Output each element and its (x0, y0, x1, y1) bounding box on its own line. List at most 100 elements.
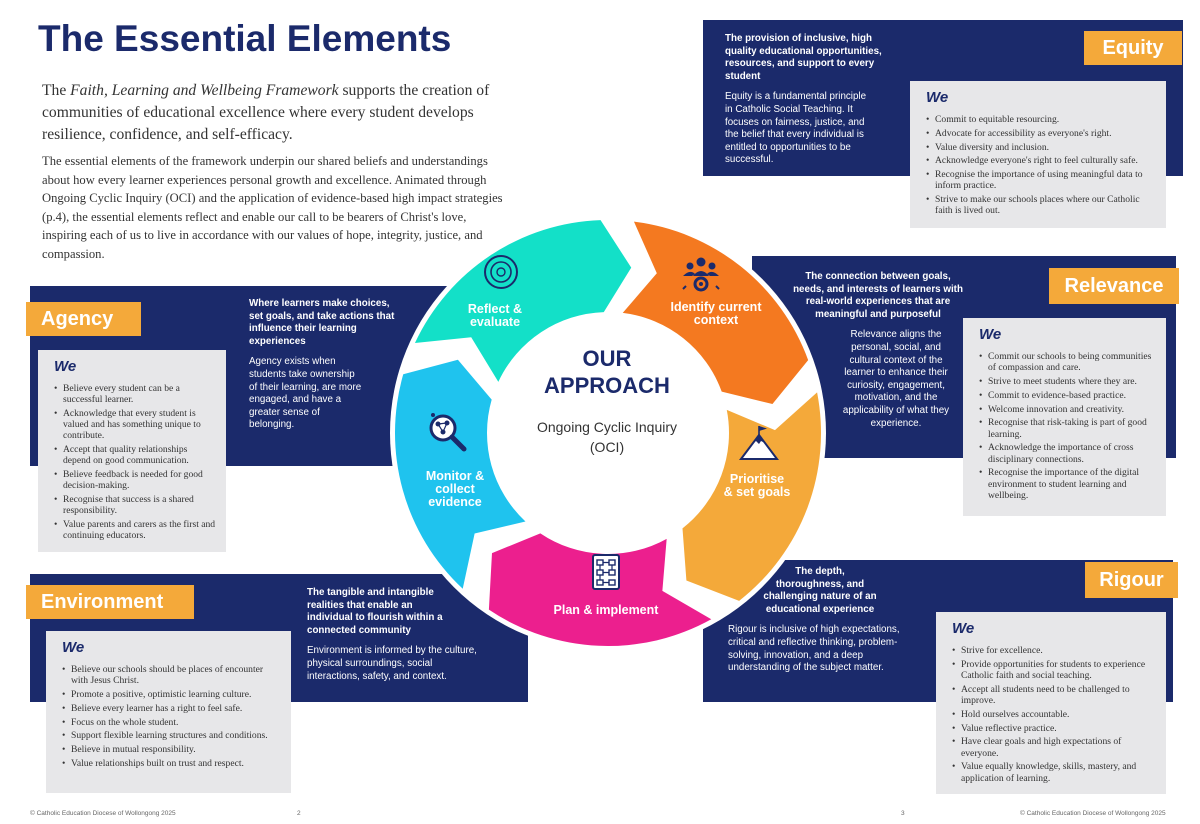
body-paragraph: The essential elements of the framework … (42, 154, 503, 261)
we-list-item: Value parents and carers as the first an… (54, 519, 216, 541)
we-list-item: Commit to evidence-based practice. (979, 390, 1156, 401)
we-list-item: Value reflective practice. (952, 723, 1156, 734)
rigour-list: Strive for excellence.Provide opportunit… (952, 645, 1156, 784)
rigour-desc: Rigour is inclusive of high expectations… (728, 624, 900, 674)
team-gear-icon (682, 257, 720, 292)
relevance-we-box: We Commit our schools to being communiti… (963, 318, 1166, 516)
we-list-item: Believe every learner has a right to fee… (62, 703, 281, 714)
we-list-item: Recognise that risk-taking is part of go… (979, 417, 1156, 439)
rigour-lead: The depth, thoroughness, and challenging… (763, 566, 877, 615)
cycle-segments (395, 220, 821, 647)
we-list-item: Strive for excellence. (952, 645, 1156, 656)
we-list-item: Promote a positive, optimistic learning … (62, 689, 281, 700)
approach-title-line2: APPROACH (544, 373, 670, 398)
we-list-item: Accept all students need to be challenge… (952, 684, 1156, 706)
rigour-tag: Rigour (1085, 562, 1178, 598)
equity-text: The provision of inclusive, high quality… (725, 33, 885, 167)
monitor-line3: evidence (428, 495, 482, 509)
we-list-item: Strive to meet students where they are. (979, 376, 1156, 387)
we-list-item: Focus on the whole student. (62, 717, 281, 728)
equity-desc: Equity is a fundamental principle in Cat… (725, 91, 867, 166)
agency-lead: Where learners make choices, set goals, … (249, 298, 395, 347)
we-list-item: Believe our schools should be places of … (62, 664, 281, 686)
we-list-item: Recognise that success is a shared respo… (54, 494, 216, 516)
footer-page-left: 2 (297, 810, 301, 817)
agency-desc: Agency exists when students take ownersh… (249, 356, 362, 431)
cycle-segment-identify (622, 221, 809, 405)
relevance-lead: The connection between goals, needs, and… (793, 271, 963, 320)
we-list-item: Value relationships built on trust and r… (62, 758, 281, 769)
flowchart-icon (592, 554, 620, 590)
environment-list: Believe our schools should be places of … (62, 664, 281, 769)
cycle-center (492, 317, 724, 549)
segment-label-plan: Plan & implement (544, 604, 668, 617)
cycle-segment-reflect (414, 220, 632, 382)
approach-subtitle: Ongoing Cyclic Inquiry (OCI) (500, 417, 714, 457)
we-list-item: Accept that quality relationships depend… (54, 444, 216, 466)
magnifier-icon (429, 413, 467, 452)
we-list-item: Hold ourselves accountable. (952, 709, 1156, 720)
we-list-item: Have clear goals and high expectations o… (952, 736, 1156, 758)
relevance-desc: Relevance aligns the personal, social, a… (842, 329, 950, 429)
we-list-item: Acknowledge everyone's right to feel cul… (926, 155, 1156, 166)
environment-we-box: We Believe our schools should be places … (46, 631, 291, 793)
rigour-text: The depth, thoroughness, and challenging… (720, 566, 920, 675)
we-list-item: Believe in mutual responsibility. (62, 744, 281, 755)
environment-text: The tangible and intangible realities th… (307, 587, 477, 683)
identify-line1: Identify current (670, 300, 762, 314)
we-list-item: Welcome innovation and creativity. (979, 404, 1156, 415)
plan-line1: Plan & implement (553, 603, 659, 617)
segment-label-monitor: Monitor & collect evidence (416, 470, 494, 509)
approach-title-line1: OUR (582, 346, 632, 371)
approach-subtitle-line2: (OCI) (589, 439, 625, 455)
equity-list: Commit to equitable resourcing. Advocate … (926, 114, 1156, 217)
agency-we-heading: We (54, 358, 77, 375)
cycle-segment-prioritise (682, 392, 821, 601)
we-list-item: Value diversity and inclusion. (926, 142, 1156, 153)
identify-line2: context (693, 313, 739, 327)
environment-lead: The tangible and intangible realities th… (307, 587, 443, 636)
approach-center: OUR APPROACH Ongoing Cyclic Inquiry (OCI… (500, 345, 714, 457)
equity-we-box: We Commit to equitable resourcing. Advoca… (910, 81, 1166, 228)
cycle-segment-monitor (395, 359, 526, 589)
intro-paragraph: The Faith, Learning and Wellbeing Framew… (42, 80, 512, 146)
mountain-flag-icon (739, 426, 779, 460)
we-list-item: Advocate for accessibility as everyone's… (926, 128, 1156, 139)
we-list-item: Commit our schools to being communities … (979, 351, 1156, 373)
we-list-item: Recognise the importance of the digital … (979, 467, 1156, 501)
equity-we-heading: We (926, 89, 949, 106)
prioritise-line1: Prioritise (729, 472, 785, 486)
reflect-line2: evaluate (469, 315, 521, 329)
we-list-item: Support flexible learning structures and… (62, 730, 281, 741)
page-title: The Essential Elements (38, 18, 452, 59)
environment-tag: Environment (26, 585, 194, 619)
approach-subtitle-line1: Ongoing Cyclic Inquiry (536, 419, 678, 435)
monitor-line2: collect (435, 482, 475, 496)
relevance-we-heading: We (979, 326, 1002, 343)
footer-copyright-left: © Catholic Education Diocese of Wollongo… (30, 810, 176, 817)
agency-tag: Agency (26, 302, 141, 336)
we-list-item: Believe feedback is needed for good deci… (54, 469, 216, 491)
agency-text: Where learners make choices, set goals, … (249, 298, 399, 432)
reflect-line1: Reflect & (467, 302, 523, 316)
prioritise-line2: & set goals (723, 485, 791, 499)
environment-desc: Environment is informed by the culture, … (307, 645, 477, 682)
monitor-line1: Monitor & (425, 469, 485, 483)
we-list-item: Believe every student can be a successfu… (54, 383, 216, 405)
we-list-item: Value equally knowledge, skills, mastery… (952, 761, 1156, 783)
relevance-text: The connection between goals, needs, and… (790, 271, 966, 430)
rigour-we-box: We Strive for excellence.Provide opportu… (936, 612, 1166, 794)
environment-we-heading: We (62, 639, 85, 656)
agency-list: Believe every student can be a successfu… (54, 383, 216, 542)
relevance-tag: Relevance (1049, 268, 1179, 304)
agency-we-box: We Believe every student can be a succes… (38, 350, 226, 552)
we-list-item: Strive to make our schools places where … (926, 194, 1156, 216)
we-list-item: Acknowledge that every student is valued… (54, 408, 216, 442)
footer-copyright-right: © Catholic Education Diocese of Wollongo… (1020, 810, 1166, 817)
intro-pre: The (42, 82, 71, 99)
intro-post: supports the creation of communities of … (42, 82, 490, 143)
segment-label-identify: Identify current context (660, 301, 772, 327)
we-list-item: Commit to equitable resourcing. (926, 114, 1156, 125)
segment-label-prioritise: Prioritise & set goals (714, 473, 800, 499)
